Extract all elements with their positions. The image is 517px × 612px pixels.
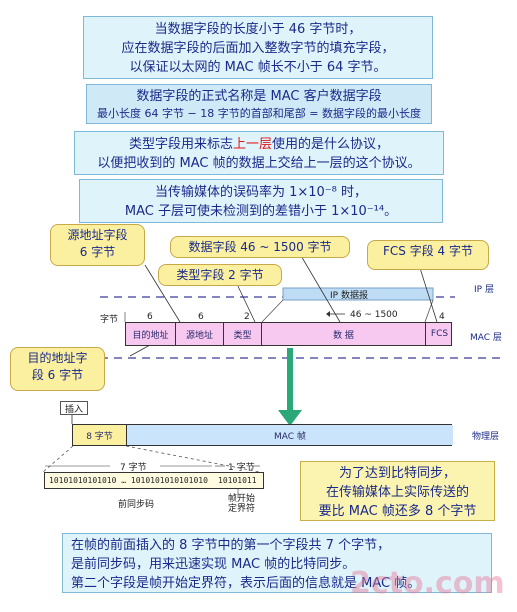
callout-data-field: 数据字段 46 ~ 1500 字节: [170, 236, 350, 258]
note-error-rate-line2: MAC 子层可使未检测到的差错小于 1×10⁻¹⁴。: [124, 204, 398, 219]
phy-preamble-field: 8 字节: [73, 425, 127, 445]
note-padding: 当数据字段的长度小于 46 字节时， 应在数据字段的后面加入整数字节的填充字段，…: [83, 16, 433, 79]
callout-type-field: 类型字段 2 字节: [158, 264, 282, 286]
field-destination-address: 目的地址: [126, 323, 176, 345]
note-error-rate-line1: 当传输媒体的误码率为 1×10⁻⁸ 时，: [154, 185, 368, 200]
one-byte-label: 1 字节: [228, 463, 255, 473]
insert-label: 插入: [60, 401, 88, 415]
note-bit-sync-line2: 在传输媒体上实际传送的: [325, 485, 469, 500]
note-padding-line2: 应在数据字段的后面加入整数字节的填充字段，: [121, 41, 395, 56]
bytes-src: 6: [198, 312, 204, 322]
field-fcs: FCS: [430, 329, 449, 339]
note-preamble-line1: 在帧的前面插入的 8 字节中的第一个字段共 7 个字节，: [71, 538, 391, 553]
field-type: 类型: [224, 323, 262, 345]
field-source-address: 源地址: [176, 323, 224, 345]
note-type-field-line1: 类型字段用来标志上一层使用的是什么协议，: [75, 135, 443, 154]
note-bit-sync-line1: 为了达到比特同步，: [338, 466, 456, 481]
callout-fcs-field: FCS 字段 4 字节: [367, 240, 489, 270]
mac-frame: 目的地址 源地址 类型 数 据 FCS: [125, 322, 452, 346]
bytes-type: 2: [244, 312, 250, 322]
preamble-bits-box: 10101010101010 … 1010101010101010: [44, 472, 264, 489]
note-type-red: 上一层: [232, 137, 272, 152]
note-type-post: 使用的是什么协议，: [272, 137, 390, 152]
phy-mac-frame-field: MAC 帧: [127, 425, 453, 445]
bytes-label: 字节: [100, 315, 119, 325]
callout-source-address: 源地址字段 6 字节: [50, 224, 145, 266]
preamble-bits: 10101010101010 … 1010101010101010: [49, 476, 208, 485]
note-type-field: 类型字段用来标志上一层使用的是什么协议， 以便把收到的 MAC 帧的数据上交给上…: [74, 131, 444, 175]
note-data-field: 数据字段的正式名称是 MAC 客户数据字段 最小长度 64 字节 − 18 字节…: [86, 84, 432, 124]
note-preamble-line3: 第二个字段是帧开始定界符，表示后面的信息就是 MAC 帧。: [71, 576, 421, 591]
callout-destination-address: 目的地址字 段 6 字节: [10, 347, 105, 391]
note-bit-sync-line3: 要比 MAC 帧还多 8 个字节: [318, 504, 477, 519]
seven-bytes-label: 7 字节: [120, 463, 147, 473]
phy-frame: 8 字节 MAC 帧: [72, 424, 453, 446]
note-padding-line3: 以保证以太网的 MAC 帧长不小于 64 字节。: [129, 60, 387, 75]
note-preamble: 在帧的前面插入的 8 字节中的第一个字段共 7 个字节， 是前同步码，用来迅速实…: [62, 533, 492, 593]
bytes-fcs: 4: [439, 312, 445, 322]
sfd-label: 帧开始 定界符: [228, 494, 256, 514]
note-data-field-line2: 最小长度 64 字节 − 18 字节的首部和尾部 = 数据字段的最小长度: [97, 107, 421, 120]
mac-layer-label: MAC 层: [470, 333, 502, 343]
ip-layer-label: IP 层: [474, 285, 494, 295]
note-padding-line1: 当数据字段的长度小于 46 字节时，: [154, 22, 362, 37]
ip-packet-label: IP 数据报: [330, 291, 368, 301]
note-bit-sync: 为了达到比特同步， 在传输媒体上实际传送的 要比 MAC 帧还多 8 个字节: [300, 461, 495, 521]
bytes-data: 46 ~ 1500: [350, 310, 398, 320]
field-data: 数 据: [262, 323, 426, 345]
watermark: 2cto.com: [350, 566, 505, 601]
preamble-label: 前同步码: [118, 500, 155, 510]
note-type-field-line2: 以便把收到的 MAC 帧的数据上交给上一层的这个协议。: [97, 156, 421, 171]
note-type-pre: 类型字段用来标志: [128, 137, 233, 152]
note-preamble-line2: 是前同步码，用来迅速实现 MAC 帧的比特同步。: [71, 557, 356, 572]
note-error-rate: 当传输媒体的误码率为 1×10⁻⁸ 时， MAC 子层可使未检测到的差错小于 1…: [79, 179, 443, 223]
phy-layer-label: 物理层: [472, 432, 500, 442]
note-data-field-line1: 数据字段的正式名称是 MAC 客户数据字段: [136, 89, 382, 104]
bytes-dst: 6: [147, 312, 153, 322]
sfd-bits: 10101011: [218, 476, 257, 485]
